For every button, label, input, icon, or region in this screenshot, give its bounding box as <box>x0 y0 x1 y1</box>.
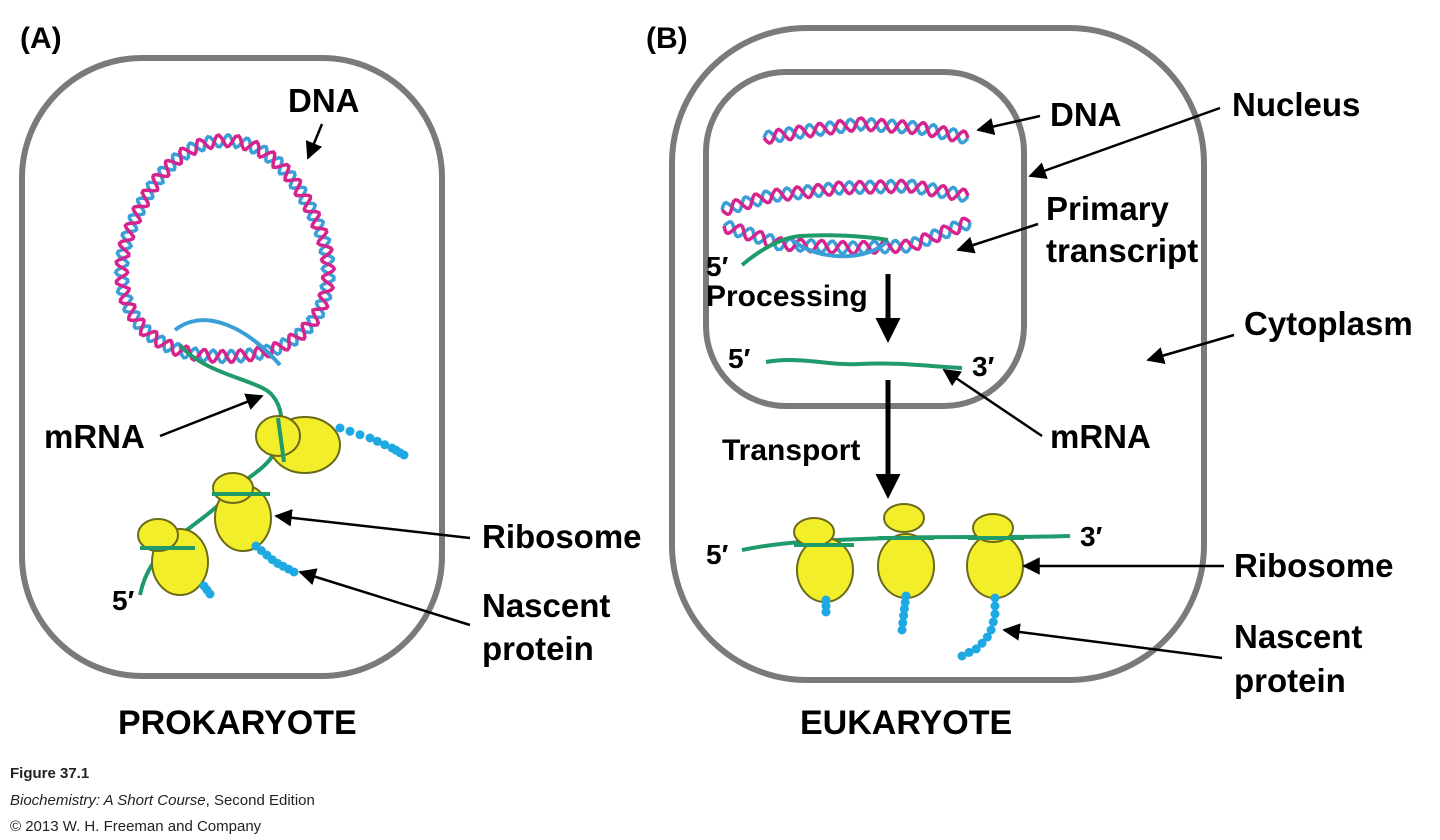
euk-protein-2-bead <box>898 618 908 628</box>
euk-ribosome-label: Ribosome <box>1234 547 1394 584</box>
euk-dna-mid-strand-pink <box>720 178 970 217</box>
prokaryote-title: PROKARYOTE <box>118 704 357 742</box>
euk-protein-3-bead <box>990 593 1000 603</box>
primary-transcript-label-1: Primary <box>1046 190 1170 227</box>
five-prime-primary: 5′ <box>706 251 729 282</box>
prok-protein-1-bead <box>380 440 390 450</box>
euk-protein-3-bead <box>988 617 998 627</box>
euk-protein-3-bead <box>990 609 1000 619</box>
euk-protein-3-bead <box>990 601 1000 611</box>
nucleus-arrow <box>1028 106 1221 179</box>
panel-b-letter: (B) <box>646 22 688 55</box>
copyright: © 2013 W. H. Freeman and Company <box>10 818 262 835</box>
euk-dna-label: DNA <box>1050 96 1122 133</box>
euk-protein-2-bead <box>897 625 907 635</box>
primary-transcript <box>740 233 889 267</box>
prok-five-prime: 5′ <box>112 585 135 616</box>
prokaryote-cell-membrane <box>19 55 445 679</box>
eukaryote-title: EUKARYOTE <box>800 704 1012 742</box>
euk-nascent-label-2: protein <box>1234 662 1346 699</box>
prok-dna-loop-strand-pink <box>114 133 337 365</box>
primary-transcript-arrow <box>956 222 1039 254</box>
prok-ribosome-label: Ribosome <box>482 518 642 555</box>
five-prime-cyto: 5′ <box>706 539 729 570</box>
prok-nascent-label-2: protein <box>482 630 594 667</box>
euk-protein-3-bead <box>982 632 992 642</box>
euk-mrna-label: mRNA <box>1050 418 1151 455</box>
prok-dna-arrow <box>305 123 324 160</box>
euk-mrna-arrow <box>942 368 1043 438</box>
three-prime-mrna: 3′ <box>972 351 995 382</box>
figure-number: Figure 37.1 <box>10 765 90 782</box>
prok-protein-3-bead <box>205 589 215 599</box>
euk-protein-2-bead <box>899 604 909 614</box>
euk-protein-3-bead <box>977 638 987 648</box>
euk-protein-2-bead <box>899 611 909 621</box>
prok-mrna-arrow <box>159 393 264 438</box>
book-citation: Biochemistry: A Short Course, Second Edi… <box>10 793 315 808</box>
prok-protein-1-bead <box>365 433 375 443</box>
euk-nascent-arrow <box>1002 623 1223 660</box>
panel-a-letter: (A) <box>20 22 62 55</box>
eukaryote-dna <box>720 116 972 256</box>
book-title: Biochemistry: A Short Course <box>10 792 206 809</box>
book-edition: , Second Edition <box>205 792 315 809</box>
nucleus-envelope <box>703 69 1027 409</box>
eukaryote-ribosome-3 <box>966 513 1024 599</box>
eukaryote-ribosome-2 <box>877 503 935 599</box>
prok-ribosome-arrow <box>274 509 471 540</box>
prokaryote-transcription-bubble <box>173 318 282 367</box>
euk-protein-3-bead <box>964 647 974 657</box>
prokaryote-nascent-proteins <box>199 423 409 599</box>
prok-protein-2-bead <box>289 567 299 577</box>
three-prime-cyto: 3′ <box>1080 521 1103 552</box>
prok-mrna-label: mRNA <box>44 418 145 455</box>
prokaryote-ribosome-3 <box>137 518 209 596</box>
prokaryote-ribosome-2 <box>212 472 272 552</box>
panel-a: (A) DNA mRNA Ribosome <box>19 22 642 742</box>
prok-protein-1-bead <box>372 436 382 446</box>
prok-dna-label: DNA <box>288 82 360 119</box>
cytoplasm-arrow <box>1146 333 1235 365</box>
eukaryote-ribosome-1 <box>793 517 854 603</box>
prokaryote-dna <box>113 132 337 365</box>
euk-protein-1-bead <box>821 607 831 617</box>
cytoplasm-label: Cytoplasm <box>1244 305 1413 342</box>
primary-transcript-label-2: transcript <box>1046 232 1198 269</box>
euk-protein-3-bead <box>986 625 996 635</box>
euk-dna-top-strand-pink <box>762 116 970 145</box>
euk-dna-low-strand-pink <box>722 216 972 256</box>
prok-nascent-arrow <box>298 568 471 627</box>
eukaryote-nascent-proteins <box>821 591 1000 661</box>
panel-b: (B) DNA <box>646 22 1413 742</box>
euk-protein-3-bead <box>971 644 981 654</box>
prok-nascent-label-1: Nascent <box>482 587 610 624</box>
euk-dna-arrow <box>976 114 1041 136</box>
euk-nascent-label-1: Nascent <box>1234 618 1362 655</box>
prokaryote-ribosome-1 <box>255 415 341 474</box>
transport-label: Transport <box>722 434 860 467</box>
prok-protein-1-bead <box>345 426 355 436</box>
five-prime-mrna: 5′ <box>728 343 751 374</box>
prok-protein-1-bead <box>355 430 365 440</box>
prok-protein-1-bead <box>335 423 345 433</box>
nucleus-label: Nucleus <box>1232 86 1360 123</box>
processing-label: Processing <box>706 280 868 313</box>
euk-protein-3-bead <box>957 651 967 661</box>
prok-protein-1-bead <box>399 450 409 460</box>
transcription-bubble <box>788 236 890 259</box>
eukaryote-cell-membrane <box>669 25 1207 683</box>
nuclear-mrna <box>765 358 963 370</box>
